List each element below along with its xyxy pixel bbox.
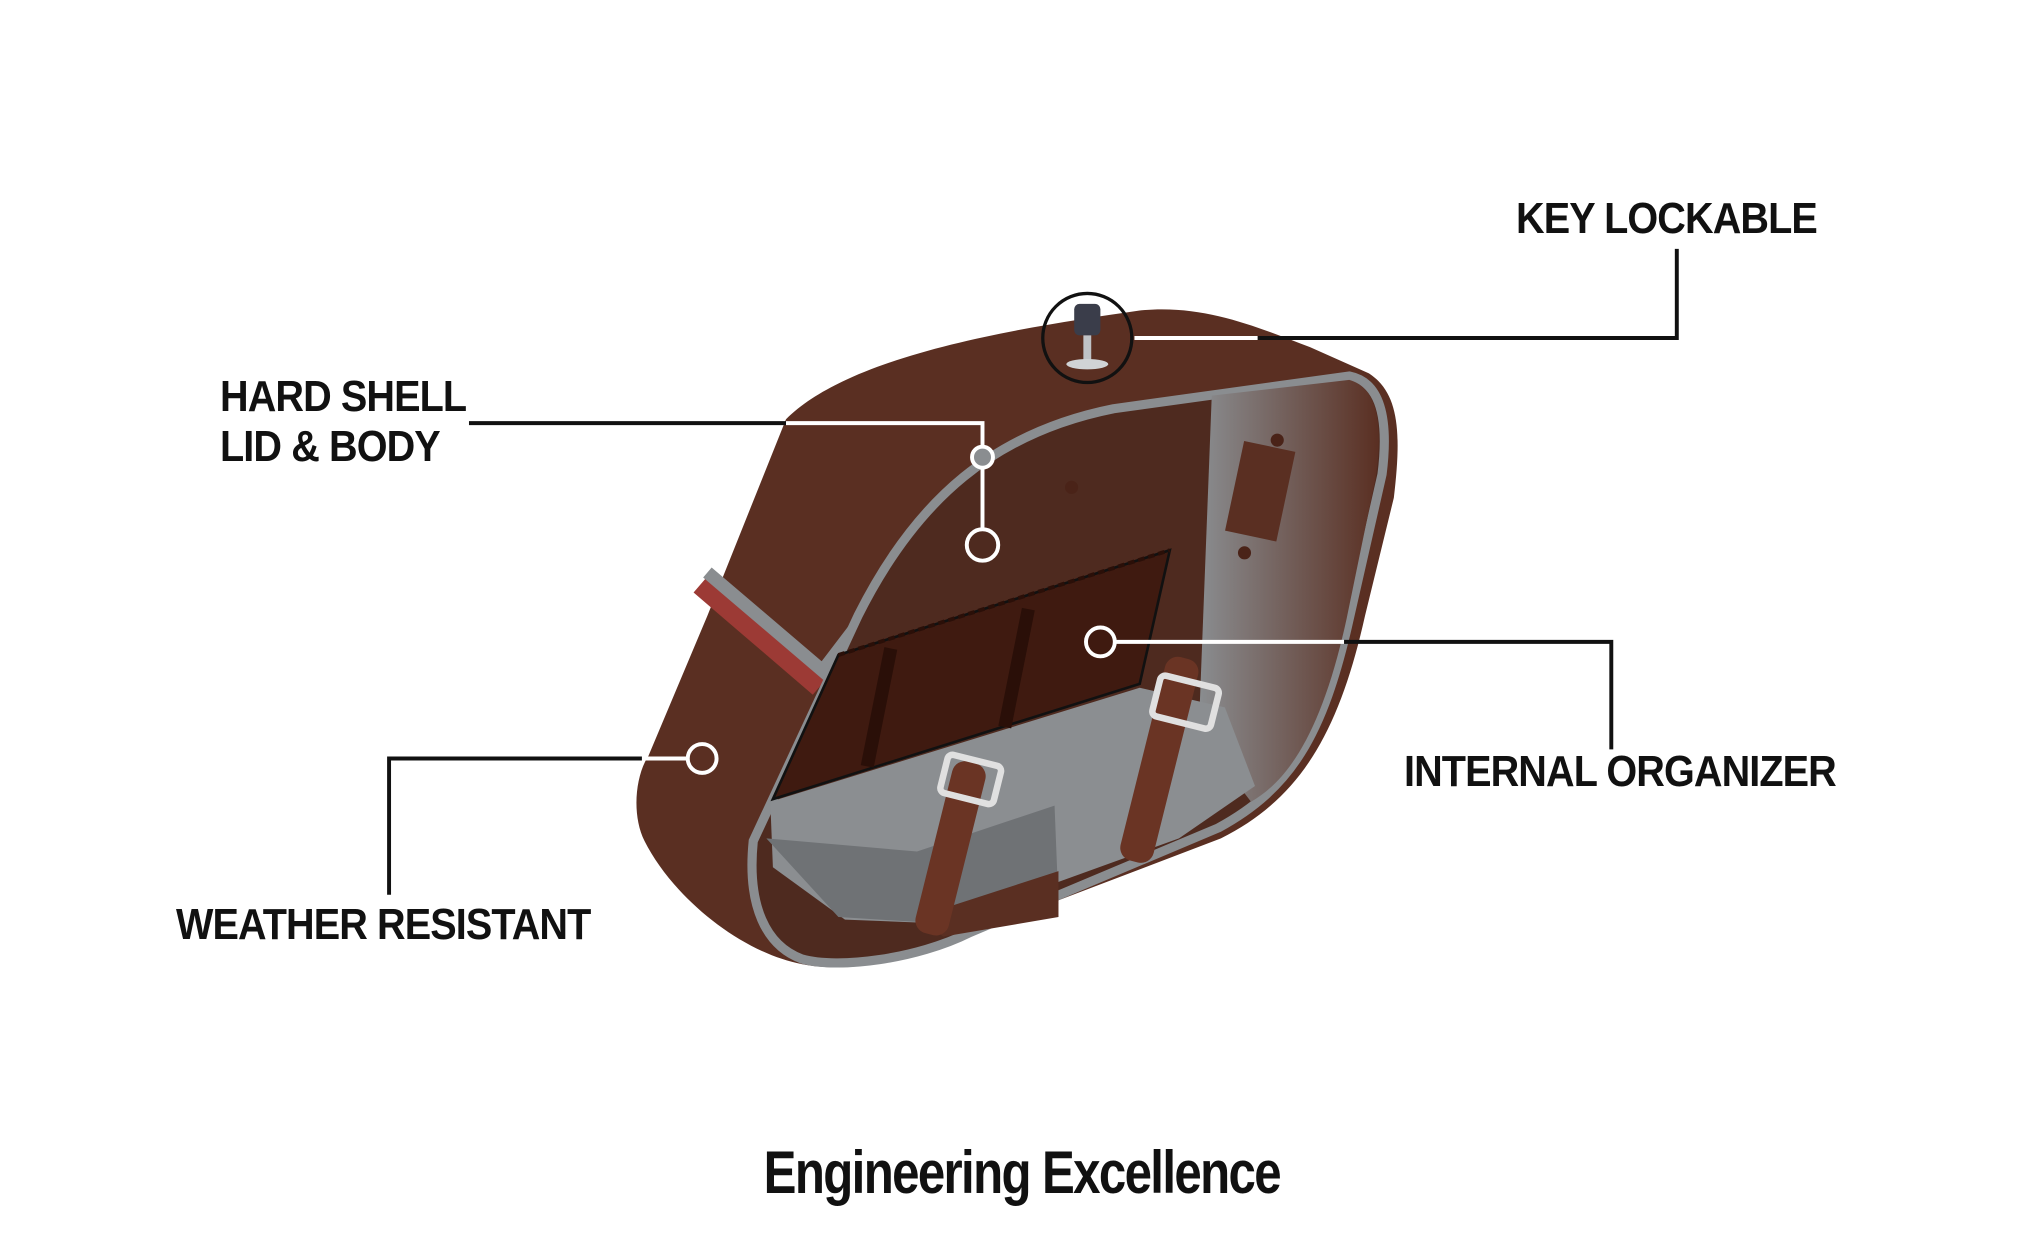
marker-hard-shell xyxy=(964,527,1001,563)
callout-internal-organizer: INTERNAL ORGANIZER xyxy=(1404,747,1837,796)
key-lock-icon xyxy=(1041,291,1134,385)
callout-hard-shell-line2: LID & BODY xyxy=(220,422,441,471)
page-title-text: Engineering Excellence xyxy=(763,1139,1282,1206)
callout-hard-shell-line1: HARD SHELL xyxy=(220,372,467,421)
marker-weather-resistant xyxy=(685,742,719,775)
marker-internal-organizer xyxy=(1084,625,1117,659)
callout-key-lockable: KEY LOCKABLE xyxy=(1516,194,1818,243)
strap-right xyxy=(1120,656,1223,863)
strap-left xyxy=(915,751,1005,936)
page-title: Engineering Excellence xyxy=(0,1138,2044,1207)
callout-weather-resistant: WEATHER RESISTANT xyxy=(176,900,591,949)
marker-hard-shell-top xyxy=(970,444,995,470)
